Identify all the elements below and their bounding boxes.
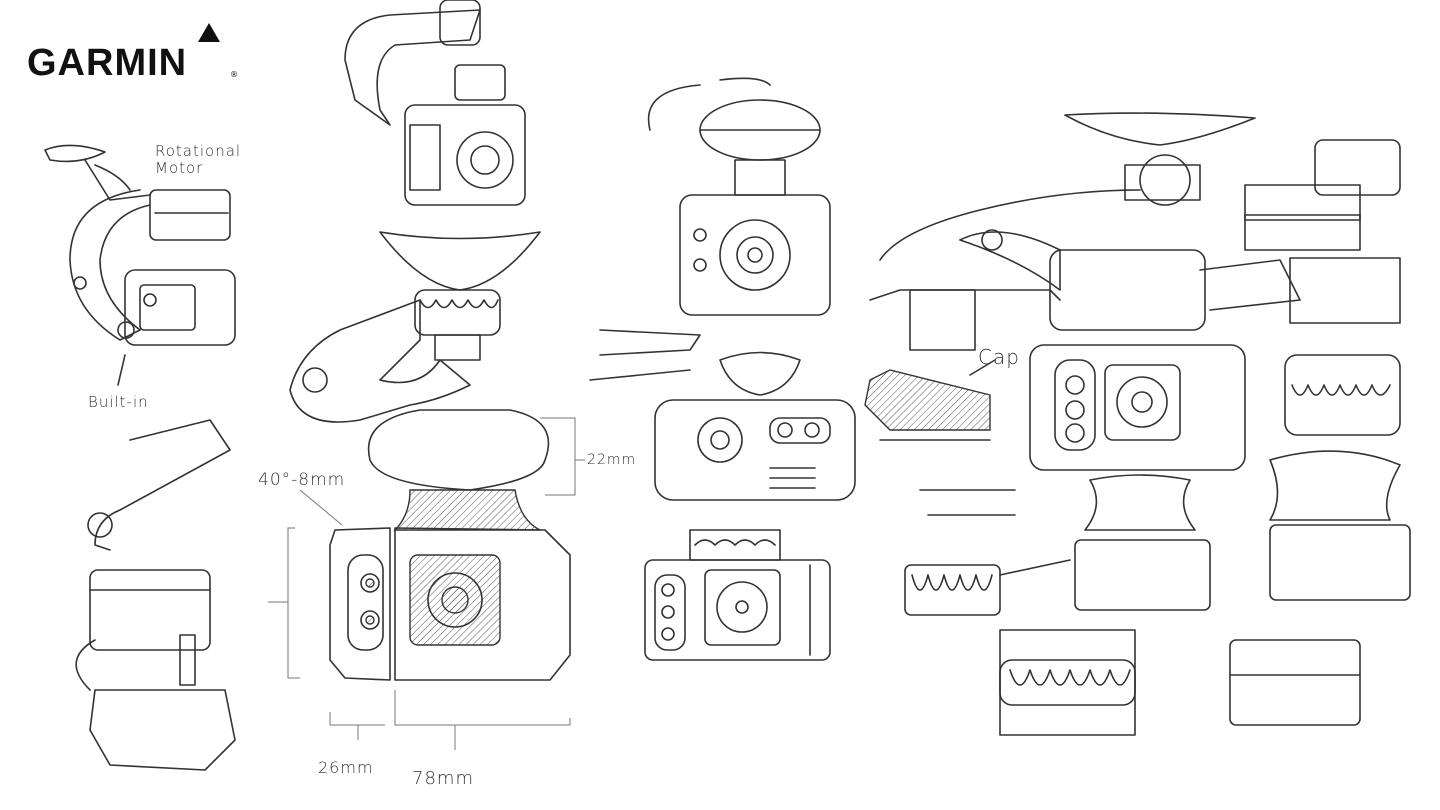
annotation-built-in: Built-in <box>88 393 149 411</box>
sketch-side-view <box>75 419 236 771</box>
registered-mark: ® <box>230 70 238 79</box>
sketch-camera-dimensions <box>268 0 585 750</box>
annotation-width-26mm: 26mm <box>318 758 374 777</box>
sketch-exploded-parts <box>864 112 1411 736</box>
annotation-height-22mm: 22mm <box>587 452 637 468</box>
garmin-logo-triangle-icon <box>198 23 220 42</box>
annotation-width-78mm: 78mm <box>412 768 474 789</box>
annotation-angle-chamfer: 40°-8mm <box>258 470 346 490</box>
annotation-rotational-motor: Rotational Motor <box>155 142 242 177</box>
sketch-motor-mount <box>44 144 236 386</box>
sketch-center-cameras <box>589 77 856 661</box>
annotation-cap: Cap <box>978 345 1020 369</box>
garmin-logo: GARMIN <box>27 42 188 84</box>
